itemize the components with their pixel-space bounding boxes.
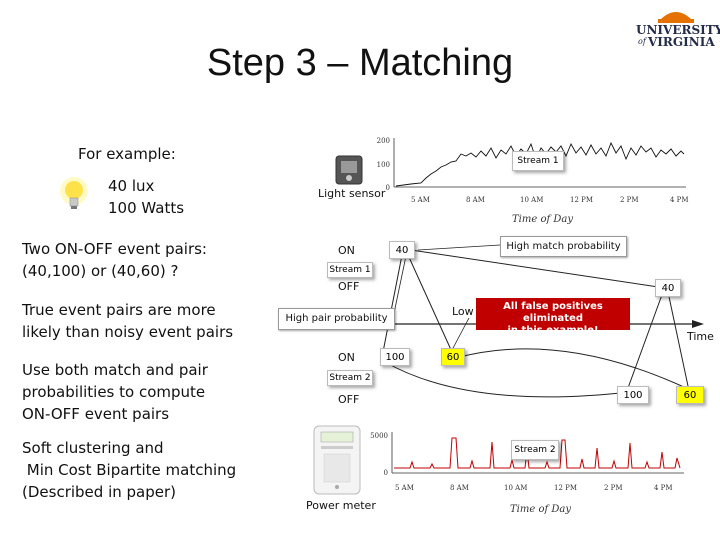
lux-value: 40 lux: [108, 177, 155, 195]
off-event-2: OFF: [338, 393, 360, 406]
curve-100on-to-100off: [384, 361, 631, 398]
chart2-xtick-12pm: 12 PM: [554, 484, 577, 492]
chart2-ytick-0: 0: [384, 469, 388, 477]
high-match-pointer: [417, 244, 501, 251]
line-40off-to-100off: [627, 291, 664, 389]
chart1-ytick-0: 0: [386, 184, 390, 192]
power-meter-label: Power meter: [306, 499, 376, 512]
stream2-chart-label: Stream 2: [511, 440, 559, 460]
chart2-xtick-2pm: 2 PM: [604, 484, 623, 492]
val-40-on: 40: [389, 241, 415, 259]
soft-line3: (Described in paper): [22, 483, 176, 501]
chart1-xtick-8am: 8 AM: [466, 196, 485, 204]
line-40-to-100: [382, 254, 403, 353]
stream2-chart: 5000 0 5 AM 8 AM 10 AM 12 PM 2 PM 4 PM T…: [370, 432, 684, 515]
val-60-on: 60: [441, 348, 465, 366]
false-positives-banner: All false positives eliminated in this e…: [476, 298, 630, 336]
low-label: Low: [450, 305, 476, 318]
match-line-on-off: [410, 249, 666, 289]
example-label: For example:: [78, 145, 176, 163]
chart1-xtick-4pm: 4 PM: [670, 196, 689, 204]
chart2-xlabel: Time of Day: [510, 504, 571, 515]
val-60-off: 60: [676, 386, 704, 404]
chart2-xtick-4pm: 4 PM: [654, 484, 673, 492]
high-pair-callout: High pair probability: [278, 308, 395, 330]
chart1-xlabel: Time of Day: [512, 214, 573, 225]
chart1-xtick-2pm: 2 PM: [620, 196, 639, 204]
time-axis-label: Time: [687, 330, 714, 343]
use-both-line3: ON-OFF event pairs: [22, 405, 170, 423]
stream1-event-label: Stream 1: [327, 262, 373, 278]
stream1-chart-label: Stream 1: [512, 151, 564, 171]
low-pointer: [451, 315, 471, 351]
chart2-xtick-5am: 5 AM: [395, 484, 414, 492]
logo-of: of: [638, 37, 646, 46]
on-event-1: ON: [338, 244, 355, 257]
chart2-xtick-8am: 8 AM: [450, 484, 469, 492]
chart2-series-line: [394, 437, 681, 469]
curve-60on-to-60off: [455, 348, 687, 389]
soft-line1: Soft clustering and: [22, 439, 164, 457]
chart2-xtick-10am: 10 AM: [504, 484, 527, 492]
high-pair-text: High pair probability: [285, 313, 388, 324]
logo-line1: UNIVERSITY: [636, 23, 720, 37]
true-pairs-line1: True event pairs are more: [22, 301, 216, 319]
university-logo: UNIVERSITY of VIRGINIA: [636, 2, 720, 52]
true-pairs-line2: likely than noisy event pairs: [22, 323, 234, 341]
slide-title: Step 3 – Matching: [206, 42, 514, 84]
chart1-series-line: [395, 141, 685, 187]
high-pair-pointer: [392, 255, 407, 319]
stream2-event-label: Stream 2: [327, 370, 373, 386]
high-match-callout: High match probability: [500, 236, 627, 257]
logo-line2: VIRGINIA: [648, 35, 715, 49]
val-100-on: 100: [380, 348, 410, 366]
stream1-chart: 200 100 0 5 AM 8 AM 10 AM 12 PM 2 PM 4 P…: [377, 137, 689, 225]
chart1-xtick-12pm: 12 PM: [570, 196, 593, 204]
power-meter-icon: [313, 425, 361, 495]
val-100-off: 100: [617, 386, 649, 404]
chart1-ytick-200: 200: [377, 137, 390, 145]
event-pairs-line1: Two ON-OFF event pairs:: [22, 240, 207, 258]
rotunda-icon: [658, 12, 694, 23]
time-axis-arrow: [692, 320, 704, 328]
false-positives-line1: All false positives eliminated: [503, 301, 603, 324]
high-match-text: High match probability: [506, 241, 621, 252]
chart1-xtick-10am: 10 AM: [520, 196, 543, 204]
use-both-line1: Use both match and pair: [22, 361, 208, 379]
watts-value: 100 Watts: [108, 199, 185, 217]
lightbulb-icon: [60, 177, 88, 209]
chart1-xtick-5am: 5 AM: [411, 196, 430, 204]
line-40off-to-60off: [667, 291, 689, 387]
use-both-line2: probabilities to compute: [22, 383, 206, 401]
light-sensor-icon: [335, 155, 363, 185]
val-40-off: 40: [655, 279, 681, 297]
off-event-1: OFF: [338, 280, 360, 293]
on-event-2: ON: [338, 351, 355, 364]
chart1-ytick-100: 100: [377, 161, 390, 169]
false-positives-line2: in this example!: [507, 325, 599, 336]
event-pairs-line2: (40,100) or (40,60) ?: [22, 262, 179, 280]
line-40-to-60: [407, 254, 453, 353]
soft-line2: Min Cost Bipartite matching: [22, 461, 237, 479]
chart2-ytick-5000: 5000: [370, 432, 388, 440]
light-sensor-label: Light sensor: [318, 187, 386, 200]
